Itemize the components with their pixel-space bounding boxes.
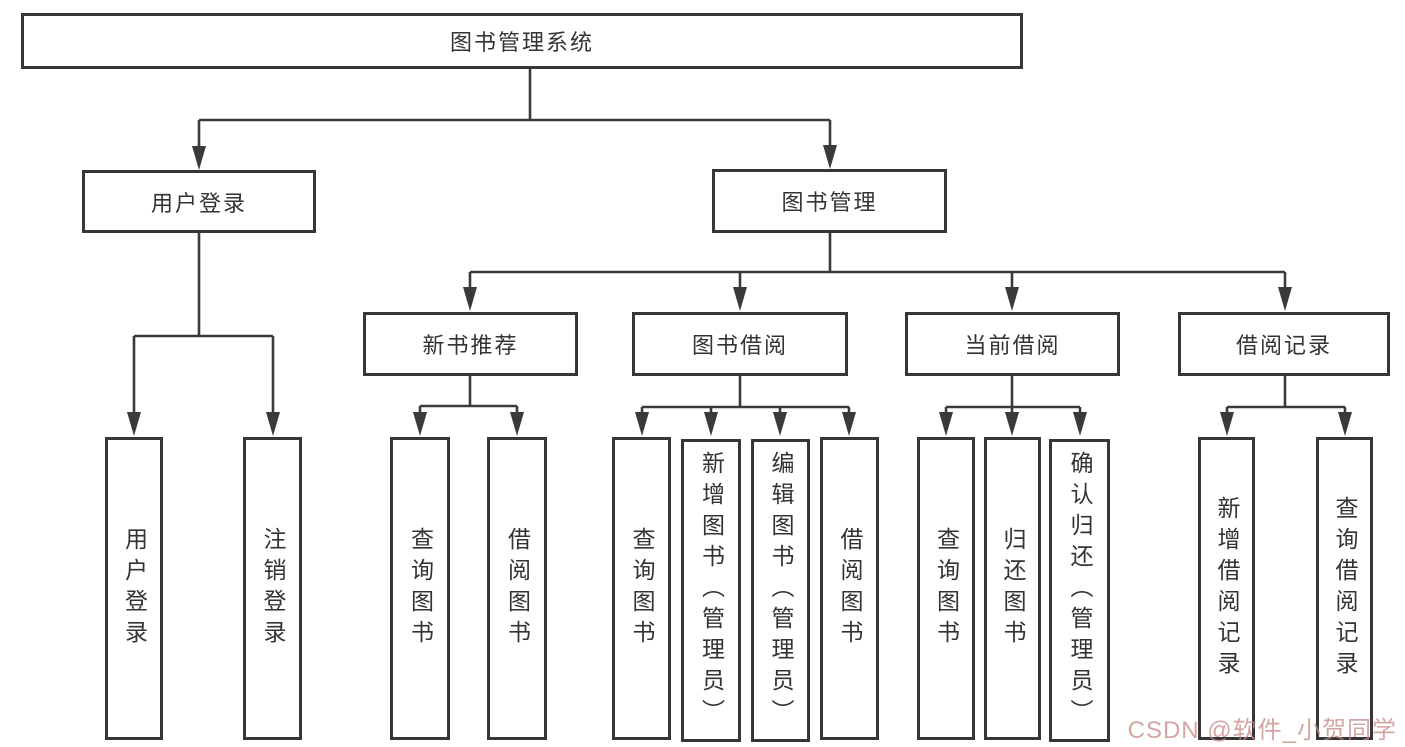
leaf-label: 查询借阅记录 [1332,495,1358,682]
leaf-logout: 注销登录 [243,437,302,740]
node-label: 借阅记录 [1235,333,1332,358]
leaf-borrow-books-2: 借阅图书 [820,437,879,740]
leaf-query-borrow-record: 查询借阅记录 [1316,437,1373,740]
node-current-borrowing: 当前借阅 [905,312,1120,376]
leaf-user-login: 用户登录 [105,437,163,740]
leaf-label: 新增图书（管理员） [698,451,725,730]
arrowhead [1073,412,1087,436]
node-label: 新书推荐 [422,333,519,358]
arrowhead [842,412,856,436]
leaf-label: 用户登录 [121,526,148,651]
arrowhead [1278,287,1292,311]
leaf-label: 新增借阅记录 [1214,495,1240,682]
node-library-management-system: 图书管理系统 [21,13,1023,69]
arrowhead [773,412,787,436]
leaf-add-borrow-record: 新增借阅记录 [1198,437,1255,740]
arrowhead [463,287,477,311]
arrowhead [733,287,747,311]
node-label: 图书管理系统 [449,30,594,55]
leaf-confirm-return-admin: 确认归还（管理员） [1049,439,1110,742]
leaf-label: 查询图书 [629,526,655,651]
leaf-label: 归还图书 [1000,526,1026,651]
arrowhead [1338,412,1352,436]
node-borrowing-records: 借阅记录 [1178,312,1390,376]
arrowhead [1005,287,1019,311]
node-new-book-recommendation: 新书推荐 [363,312,578,376]
arrowhead [635,412,649,436]
leaf-edit-books-admin: 编辑图书（管理员） [751,439,810,742]
leaf-label: 查询图书 [407,526,434,651]
leaf-return-books: 归还图书 [984,437,1041,740]
arrowhead [510,412,524,436]
node-label: 图书管理 [781,190,878,215]
node-user-login: 用户登录 [82,170,316,233]
arrowhead [266,412,280,436]
leaf-label: 借阅图书 [837,526,863,651]
node-label: 当前借阅 [964,333,1061,358]
node-label: 图书借阅 [691,333,788,358]
arrowhead [413,412,427,436]
leaf-query-books-2: 查询图书 [612,437,671,740]
arrowhead [1220,412,1234,436]
arrowhead [704,412,718,436]
leaf-label: 确认归还（管理员） [1067,451,1093,730]
leaf-query-books-1: 查询图书 [390,437,450,740]
arrowhead [1005,412,1019,436]
leaf-add-books-admin: 新增图书（管理员） [681,439,741,742]
leaf-label: 注销登录 [260,526,286,651]
leaf-borrow-books-1: 借阅图书 [487,437,547,740]
arrowhead [192,146,206,170]
node-book-borrowing: 图书借阅 [632,312,848,376]
arrowhead [823,145,837,169]
leaf-label: 借阅图书 [504,526,531,651]
arrowheads [127,145,1352,436]
leaf-label: 编辑图书（管理员） [768,451,794,730]
csdn-watermark: CSDN @软件_小贺同学 [1127,717,1397,744]
leaf-label: 查询图书 [933,526,960,651]
node-label: 用户登录 [150,190,247,216]
arrowhead [127,412,141,436]
node-book-management: 图书管理 [712,169,947,233]
arrowhead [939,412,953,436]
leaf-query-books-3: 查询图书 [917,437,975,740]
